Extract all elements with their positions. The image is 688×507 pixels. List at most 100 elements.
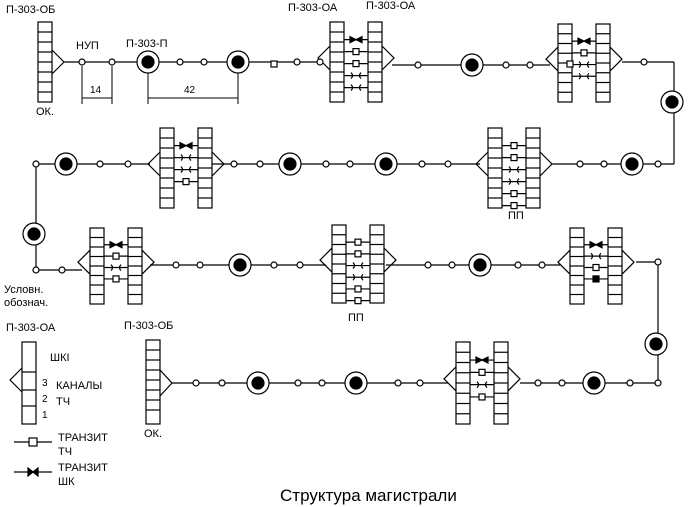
label-p303oa-1: П-303-ОА — [288, 2, 338, 14]
legend-transit-symbols — [14, 437, 52, 478]
opu-station-core — [251, 376, 265, 390]
nup-repeater — [654, 160, 662, 168]
nup-repeater — [316, 58, 324, 66]
nup-repeater — [32, 266, 40, 274]
transit-tch-mark — [354, 285, 362, 293]
p303oa-station — [77, 227, 155, 305]
nup-repeater — [418, 160, 426, 168]
transit-bracket-mark — [578, 72, 590, 80]
nup-repeater — [394, 379, 402, 387]
nup-repeater — [526, 61, 534, 69]
p303oa-station — [545, 23, 623, 103]
opu-station-core — [665, 95, 679, 109]
nup-repeater — [600, 160, 608, 168]
transit-tch-mark — [182, 178, 190, 186]
legend-title-line1: Условн. — [4, 284, 44, 296]
p303oa-station — [319, 224, 397, 305]
transit-tch-mark — [112, 252, 120, 260]
label-pp-2: ПП — [348, 312, 364, 324]
transit-filled-mark — [592, 275, 600, 283]
p303ob-terminal-bottom — [145, 339, 173, 425]
opu-station-core — [233, 258, 247, 272]
nup-repeater — [534, 379, 542, 387]
transit-tch-mark — [592, 263, 600, 272]
nup-repeater — [576, 160, 584, 168]
transit-bracket-mark — [578, 61, 590, 68]
opu-station-core — [587, 376, 601, 390]
p303oa-station — [557, 227, 635, 305]
transit-bracket-mark — [352, 273, 364, 281]
legend-transit-shk-line2: ШК — [58, 476, 75, 488]
opu-station-core — [231, 55, 245, 69]
nup-repeater — [414, 61, 422, 69]
left-connector — [147, 151, 161, 177]
transit-shk-mark — [109, 240, 123, 249]
legend-label-p303oa: П-303-ОА — [6, 322, 56, 334]
transit-bracket-mark — [350, 84, 362, 92]
right-connector — [141, 249, 155, 275]
transit-tch-mark — [510, 190, 518, 198]
dimension-lines — [81, 66, 239, 104]
legend-channels-line2: ТЧ — [56, 396, 71, 408]
transit-bracket-mark — [476, 381, 488, 389]
nup-repeater — [654, 258, 662, 266]
opu-station-core — [141, 55, 155, 69]
transit-tch-mark — [354, 238, 362, 246]
label-p303ob-top: П-303-ОБ — [6, 4, 56, 16]
nup-repeater — [318, 379, 326, 387]
transit-shk-mark — [349, 35, 363, 44]
nup-repeater — [558, 379, 566, 387]
line-marker — [566, 60, 574, 68]
legend-transit-tch-line2: ТЧ — [58, 446, 73, 458]
transit-tch-mark — [580, 49, 588, 57]
transit-bracket-mark — [508, 178, 520, 186]
label-ok-top: ОК. — [36, 106, 55, 118]
p303oa-station — [443, 341, 521, 425]
left-connector — [443, 366, 457, 392]
p303ob-terminal-top — [37, 21, 65, 103]
opu-station-core — [283, 157, 297, 171]
p303oa-station — [147, 127, 225, 209]
transit-tch-mark — [510, 154, 518, 162]
nup-repeater — [502, 61, 510, 69]
transit-bracket-mark — [350, 72, 362, 80]
legend-channels-line1: КАНАЛЫ — [56, 380, 103, 392]
trunk-line — [35, 61, 675, 384]
nup-repeater — [346, 160, 354, 168]
legend-channel-1: 1 — [42, 410, 48, 421]
transit-tch-mark — [478, 393, 486, 401]
transit-bracket-mark — [508, 166, 520, 174]
right-connector — [211, 151, 225, 177]
label-p303p: П-303-П — [126, 38, 168, 50]
p303oa-station — [475, 127, 553, 210]
p303oa-station — [317, 21, 395, 103]
nup-repeater — [230, 160, 238, 168]
opu-station-core — [27, 227, 41, 241]
nup-repeater — [218, 379, 226, 387]
left-connector — [77, 249, 91, 275]
legend-channel-2: 2 — [42, 394, 48, 405]
opu-station-core — [625, 157, 639, 171]
opu-station-core — [649, 337, 663, 351]
nup-repeater — [444, 160, 452, 168]
nup-repeater — [538, 261, 546, 269]
label-nup: НУП — [76, 40, 99, 52]
transit-tch-mark — [112, 275, 120, 283]
left-connector — [557, 249, 571, 275]
legend-transit-tch-line1: ТРАНЗИТ — [58, 432, 108, 444]
nup-repeater — [626, 379, 634, 387]
left-connector — [545, 46, 559, 72]
label-distance-42: 42 — [184, 85, 196, 96]
opu-station-core — [59, 157, 73, 171]
transit-tch-mark — [510, 202, 518, 210]
legend-label-shk: ШКI — [50, 352, 70, 364]
left-connector — [475, 151, 489, 177]
right-connector — [507, 366, 521, 392]
nup-repeater — [32, 160, 40, 168]
opu-station-core — [473, 258, 487, 272]
transit-shk-mark — [475, 356, 489, 365]
nup-repeater — [172, 261, 180, 269]
diagram-caption: Структура магистрали — [280, 486, 457, 505]
